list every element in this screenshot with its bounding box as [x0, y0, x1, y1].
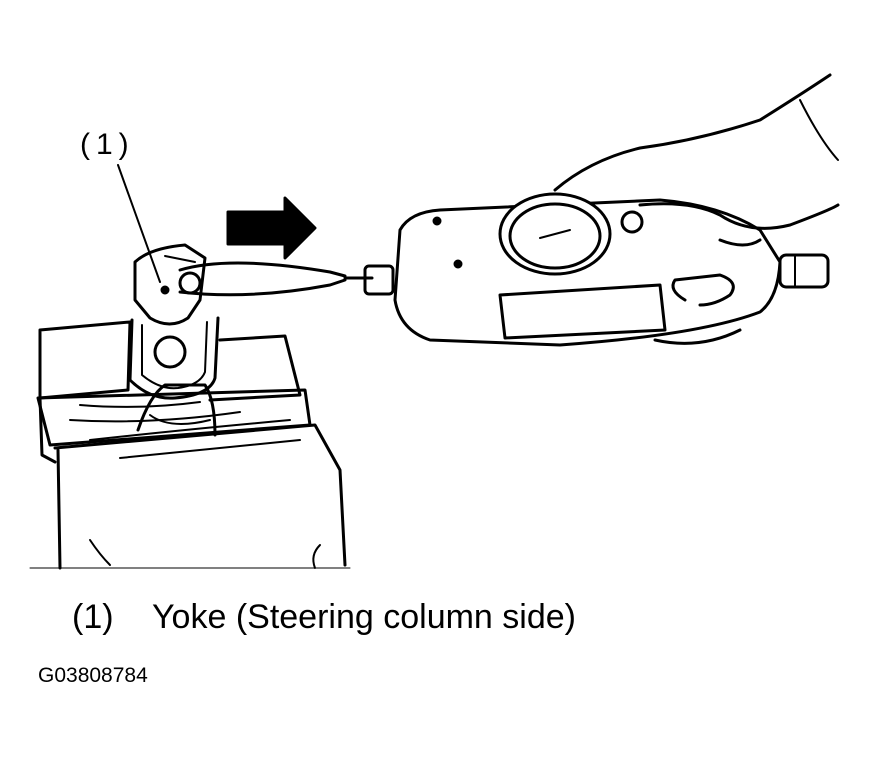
legend-text: Yoke (Steering column side) [152, 598, 576, 636]
hook-wire [178, 261, 395, 297]
vise-icon [29, 320, 351, 570]
spring-scale-icon [393, 192, 830, 347]
illustration [29, 73, 840, 570]
callout-number: (1) [80, 128, 135, 161]
figure-id: G03808784 [38, 664, 148, 687]
legend-number: (1) [72, 598, 114, 636]
callout-leader [117, 164, 161, 283]
legend: (1) Yoke (Steering column side) [72, 598, 576, 637]
yoke-icon [128, 243, 220, 437]
hand-icon [553, 73, 840, 345]
arrow-right-icon [226, 196, 317, 260]
